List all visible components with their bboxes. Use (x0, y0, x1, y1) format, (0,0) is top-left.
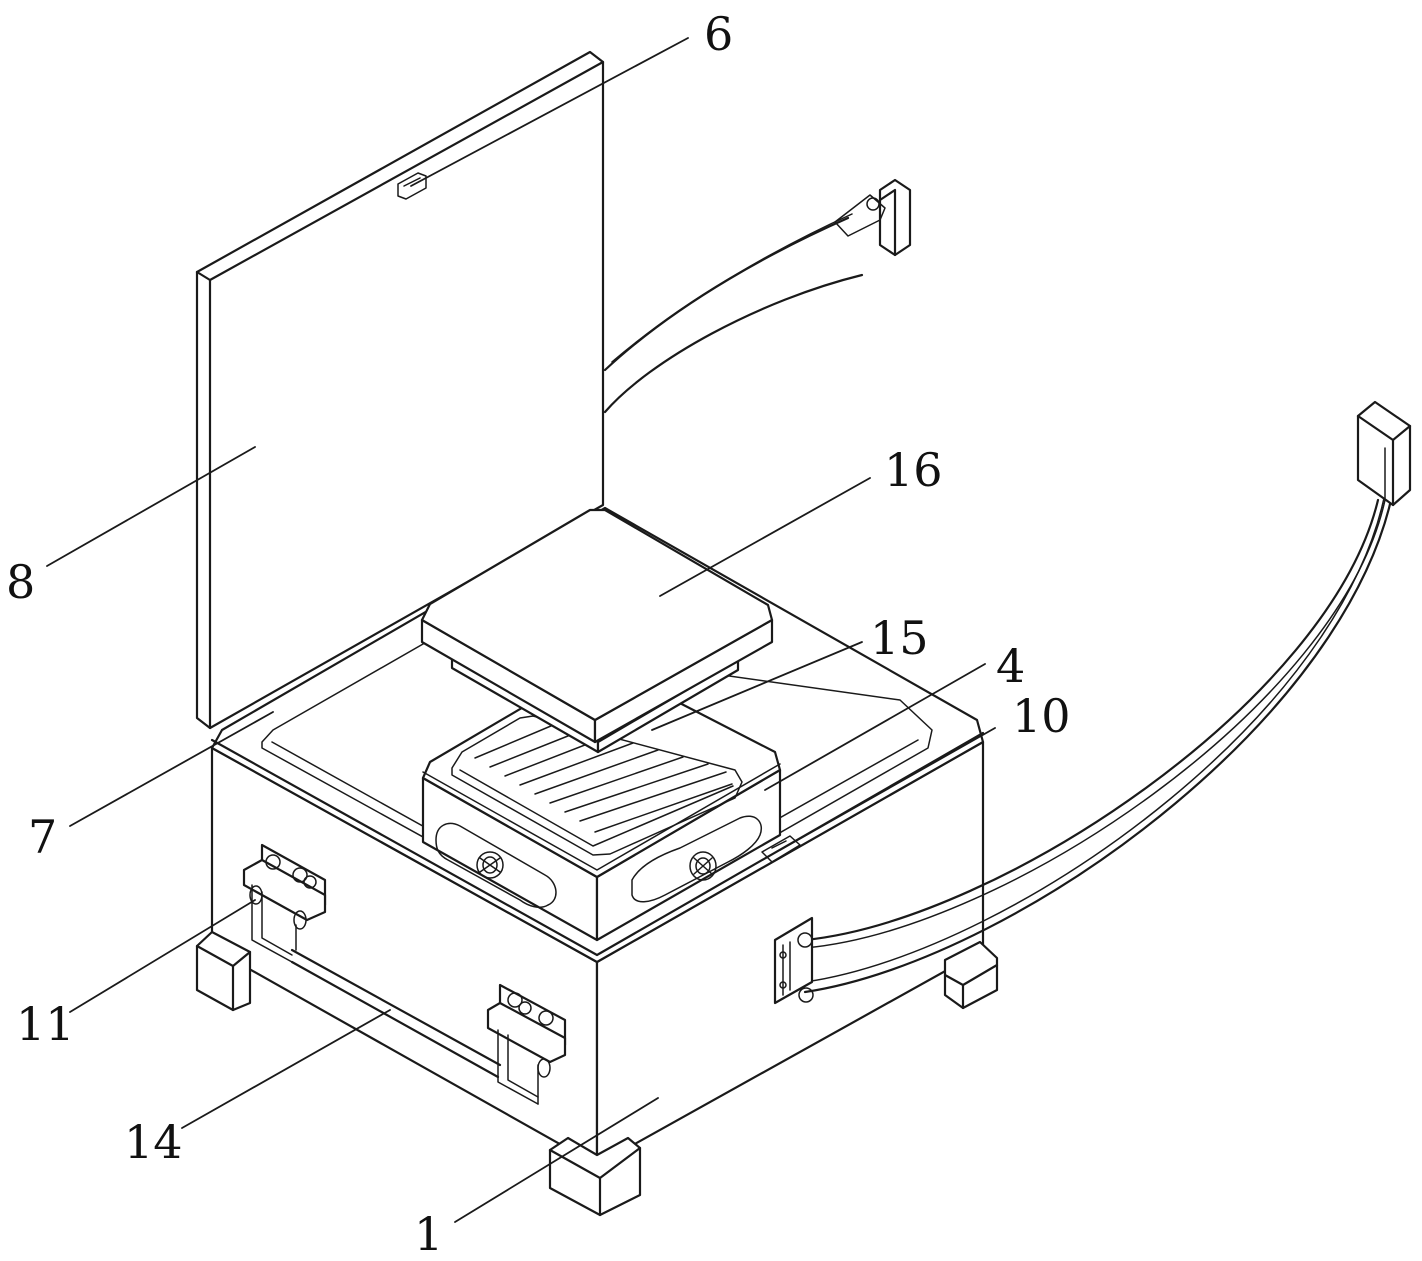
label-6: 6 (704, 7, 733, 61)
handle-bracket-right (486, 983, 567, 1105)
leader-16 (659, 477, 871, 597)
fan-left-icon (476, 851, 504, 879)
leader-15 (651, 641, 863, 731)
vent-slot-left (435, 822, 557, 908)
label-1: 1 (414, 1207, 443, 1261)
leader-14 (181, 1009, 391, 1129)
label-16: 16 (884, 443, 943, 497)
leader-lines (46, 37, 996, 1223)
strap-upper (603, 178, 912, 414)
leader-11 (69, 899, 256, 1013)
plate (420, 508, 774, 754)
side-latch (761, 835, 801, 863)
leader-10 (779, 727, 996, 851)
foot-front-center (548, 1136, 642, 1217)
leader-6 (410, 37, 689, 187)
label-8: 8 (6, 555, 35, 609)
label-14: 14 (124, 1115, 183, 1169)
foot-front-left (195, 930, 252, 1012)
label-10: 10 (1012, 689, 1071, 743)
label-4: 4 (996, 639, 1025, 693)
label-11: 11 (16, 997, 75, 1051)
fan-right-icon (689, 851, 717, 881)
leader-8 (46, 446, 256, 567)
leader-4 (764, 663, 986, 791)
vent-slot-right (631, 815, 762, 903)
label-15: 15 (870, 611, 929, 665)
handle-bar (290, 924, 502, 1079)
grille (474, 722, 733, 833)
leader-7 (69, 711, 274, 827)
inner-housing (421, 660, 782, 942)
label-7: 7 (28, 810, 57, 864)
lid-slot (397, 172, 427, 200)
handle-bracket-left (242, 843, 327, 963)
reference-numerals: 6 8 16 15 4 10 7 11 14 1 (6, 7, 1071, 1261)
strap-lower (773, 400, 1412, 1005)
foot-right (943, 940, 999, 1010)
leader-1 (454, 1097, 659, 1223)
